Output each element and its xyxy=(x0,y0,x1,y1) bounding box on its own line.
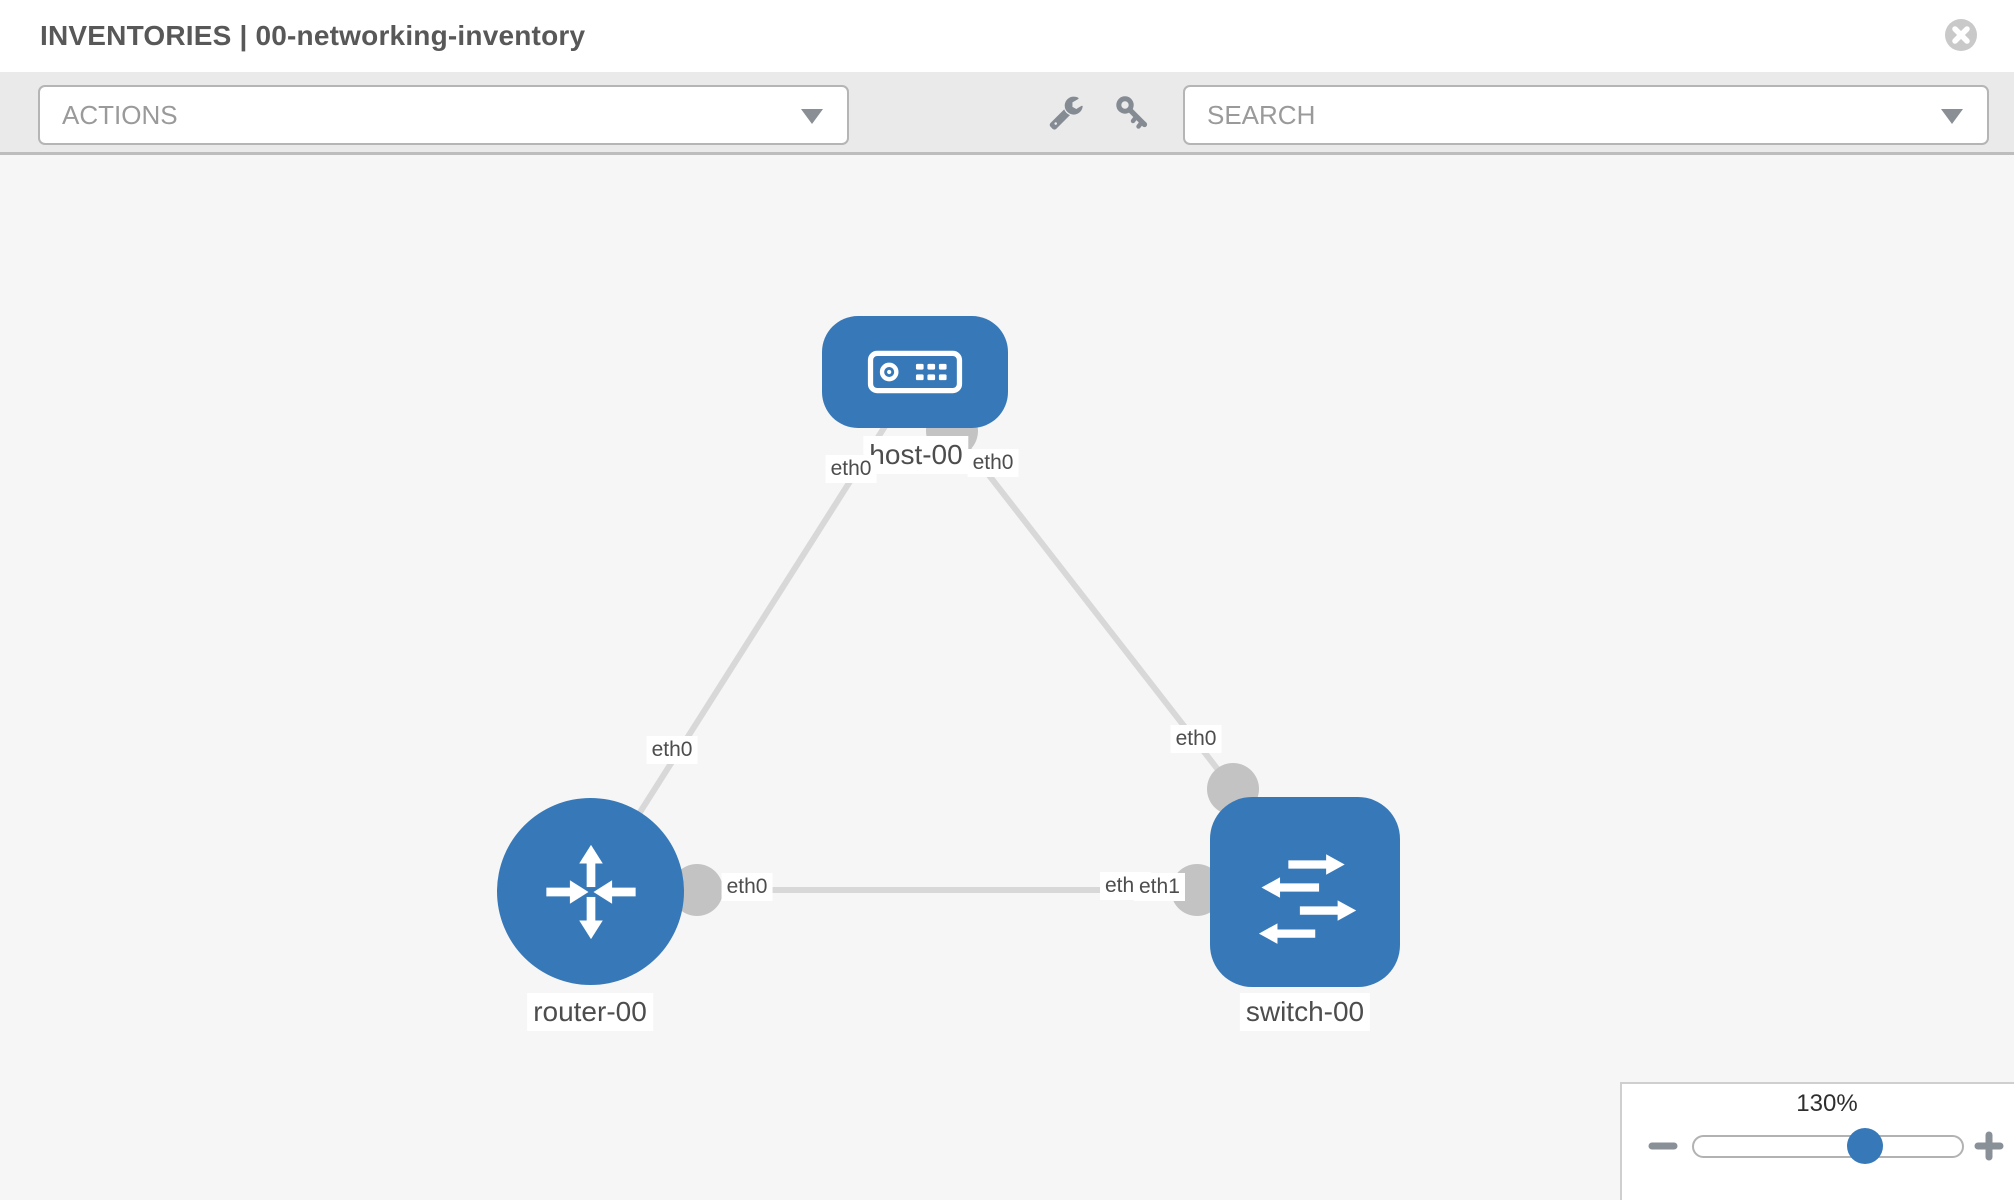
node-switch-00[interactable] xyxy=(1210,797,1400,987)
node-host-00[interactable] xyxy=(822,316,1008,428)
iface-label-switch-top: eth0 xyxy=(1170,725,1222,753)
minus-icon xyxy=(1648,1142,1678,1150)
actions-dropdown[interactable]: ACTIONS xyxy=(38,85,849,145)
plus-icon xyxy=(1974,1131,2004,1161)
chevron-down-icon xyxy=(1941,109,1963,124)
node-router-00[interactable] xyxy=(497,798,684,985)
iface-label-switch-left: eth1 xyxy=(1134,873,1185,901)
zoom-level: 130% xyxy=(1796,1090,1858,1117)
topology-canvas[interactable] xyxy=(0,155,2014,1200)
iface-label-host-right: eth0 xyxy=(967,449,1019,477)
node-label-switch: switch-00 xyxy=(1239,993,1371,1031)
interface-dot-router xyxy=(671,864,723,916)
search-dropdown-label: SEARCH xyxy=(1207,100,1316,130)
chevron-down-icon xyxy=(801,109,823,124)
page-title: INVENTORIES | 00-networking-inventory xyxy=(40,20,586,51)
key-button[interactable] xyxy=(1114,94,1150,130)
header: INVENTORIES | 00-networking-inventory xyxy=(0,0,2014,72)
zoom-in-button[interactable] xyxy=(1974,1131,2004,1161)
iface-label-router-right: eth0 xyxy=(721,873,773,901)
node-label-router: router-00 xyxy=(527,993,653,1031)
wrench-button[interactable] xyxy=(1048,94,1084,130)
search-dropdown[interactable]: SEARCH xyxy=(1183,85,1989,145)
key-icon xyxy=(1116,96,1148,129)
wrench-icon xyxy=(1049,96,1083,130)
close-button[interactable] xyxy=(1944,18,1978,52)
node-label-host: host-00 xyxy=(863,436,969,474)
iface-label-host-left: eth0 xyxy=(825,455,877,483)
actions-dropdown-label: ACTIONS xyxy=(62,100,178,130)
zoom-slider-thumb[interactable] xyxy=(1847,1128,1883,1164)
router-icon xyxy=(545,844,636,939)
topology-svg xyxy=(587,388,1259,916)
zoom-panel: 130% xyxy=(1620,1082,2014,1200)
toolbar: ACTIONS SEARCH xyxy=(0,72,2014,155)
close-icon xyxy=(1945,19,1977,51)
switch-icon xyxy=(1258,854,1357,944)
iface-label-router-link: eth0 xyxy=(646,736,698,764)
zoom-out-button[interactable] xyxy=(1648,1131,1678,1161)
zoom-slider-track[interactable] xyxy=(1692,1135,1964,1158)
host-icon xyxy=(867,350,963,394)
